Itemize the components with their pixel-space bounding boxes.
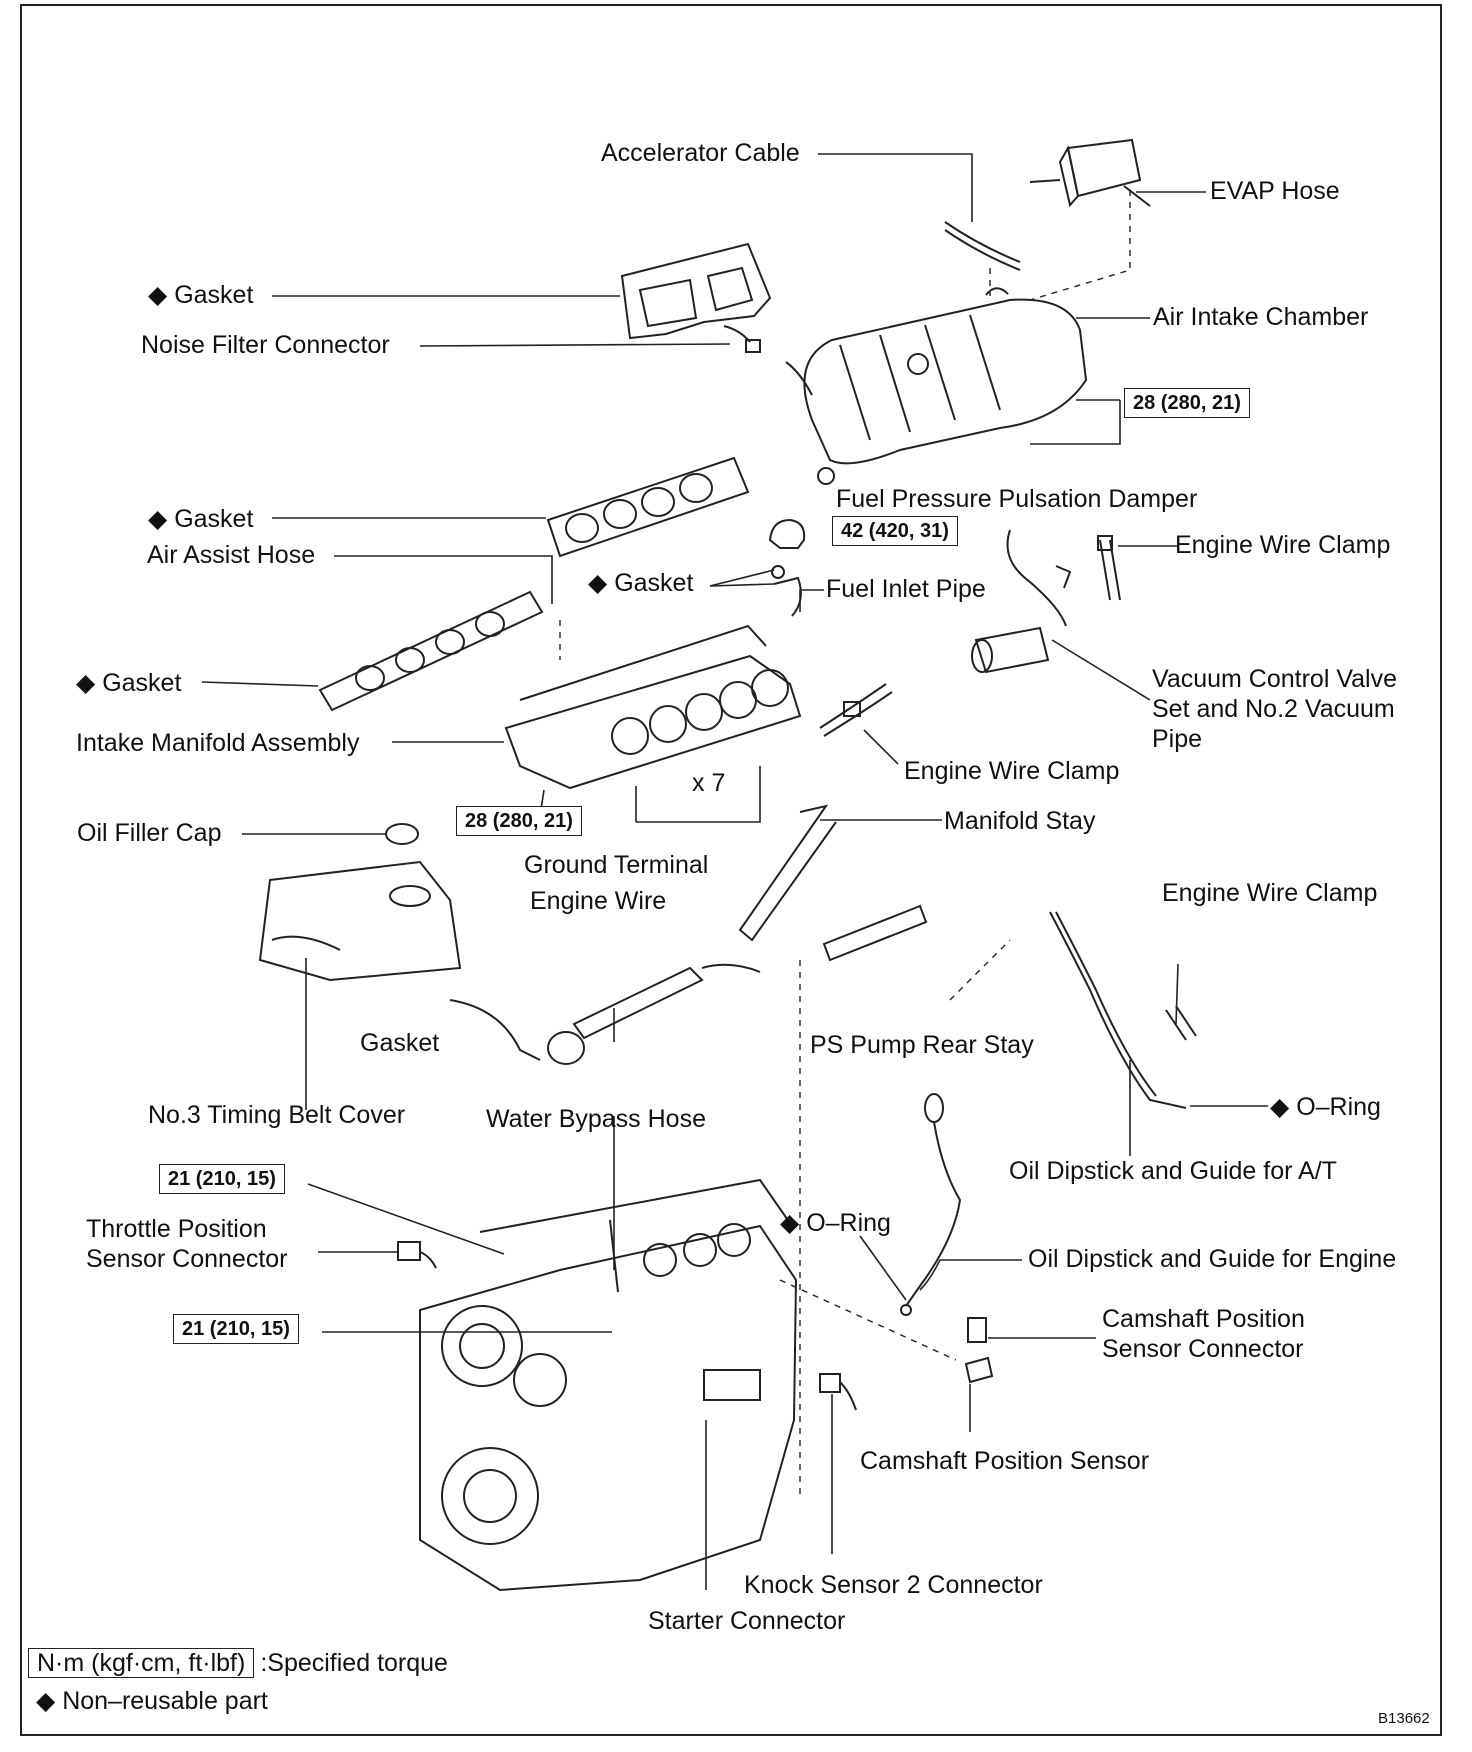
evap-valve-drawing	[1029, 138, 1151, 208]
label-intake-manifold-assembly: Intake Manifold Assembly	[76, 729, 360, 757]
label-air-intake-chamber: Air Intake Chamber	[1153, 303, 1369, 331]
vacuum-control-valve-drawing	[971, 529, 1072, 674]
manifold-stay-drawing	[738, 804, 837, 942]
engine-wire-drawing	[449, 963, 761, 1065]
intake-manifold-drawing	[504, 624, 802, 790]
label-engine-wire-clamp-2: Engine Wire Clamp	[904, 757, 1120, 785]
label-vacuum-control-valve: Vacuum Control Valve Set and No.2 Vacuum…	[1152, 665, 1398, 753]
label-oil-dipstick-at: Oil Dipstick and Guide for A/T	[1009, 1157, 1337, 1185]
label-oil-filler-cap: Oil Filler Cap	[77, 819, 222, 847]
assembly-guide-lines	[559, 190, 1131, 1500]
figure-code: B13662	[1378, 1710, 1430, 1727]
label-gasket-2: ◆ Gasket	[148, 505, 254, 533]
label-ground-terminal: Ground Terminal	[524, 851, 709, 879]
label-starter-connector: Starter Connector	[648, 1607, 846, 1635]
label-gasket-3: ◆ Gasket	[588, 569, 694, 597]
oil-filler-cap-drawing	[385, 823, 419, 845]
label-fuel-inlet-pipe: Fuel Inlet Pipe	[826, 575, 986, 603]
non-reusable-icon: ◆	[36, 1687, 56, 1715]
label-gasket-5: Gasket	[360, 1029, 440, 1057]
oil-dipstick-at-drawing	[1049, 911, 1187, 1109]
label-water-bypass-hose: Water Bypass Hose	[486, 1105, 706, 1133]
label-gasket-1: ◆ Gasket	[148, 281, 254, 309]
label-knock-sensor-2-connector: Knock Sensor 2 Connector	[744, 1571, 1043, 1599]
non-reusable-icon: ◆	[76, 669, 96, 697]
torque-box-21-lower: 21 (210, 15)	[173, 1314, 299, 1344]
oil-dipstick-engine-drawing	[924, 1093, 944, 1123]
label-ps-pump-rear-stay: PS Pump Rear Stay	[810, 1031, 1034, 1059]
torque-box-28-upper: 28 (280, 21)	[1124, 388, 1250, 418]
accelerator-cable-drawing	[944, 221, 1021, 263]
label-engine-wire-clamp-3: Engine Wire Clamp	[1162, 879, 1378, 907]
legend-non-reusable-text: Non–reusable part	[62, 1687, 268, 1715]
label-camshaft-position-sensor-connector: Camshaft Position Sensor Connector	[1102, 1305, 1305, 1363]
gasket-chain-drawing	[318, 590, 544, 712]
legend-non-reusable: ◆ Non–reusable part	[36, 1686, 268, 1716]
label-manifold-stay: Manifold Stay	[944, 807, 1096, 835]
gasket-upper-drawing	[620, 242, 772, 340]
figure-frame	[20, 4, 1442, 1736]
label-engine-wire-clamp-1: Engine Wire Clamp	[1175, 531, 1391, 559]
label-fuel-pressure-pulsation-damper: Fuel Pressure Pulsation Damper	[836, 485, 1198, 513]
engine-block-drawing	[419, 1178, 798, 1592]
label-air-assist-hose: Air Assist Hose	[147, 541, 316, 569]
legend-torque-unit: N·m (kgf·cm, ft·lbf):Specified torque	[28, 1648, 448, 1678]
non-reusable-icon: ◆	[148, 505, 168, 533]
label-times-seven: x 7	[692, 769, 726, 797]
label-throttle-position-sensor-connector: Throttle Position Sensor Connector	[86, 1215, 288, 1273]
legend-torque-box: N·m (kgf·cm, ft·lbf)	[28, 1648, 255, 1678]
label-o-ring-1: ◆ O–Ring	[1270, 1093, 1381, 1121]
label-noise-filter-connector: Noise Filter Connector	[141, 331, 390, 359]
label-camshaft-position-sensor: Camshaft Position Sensor	[860, 1447, 1150, 1475]
non-reusable-icon: ◆	[148, 281, 168, 309]
legend-torque-text: :Specified torque	[260, 1649, 448, 1677]
leader-lines	[201, 153, 1268, 1590]
non-reusable-icon: ◆	[780, 1209, 800, 1237]
non-reusable-icon: ◆	[1270, 1093, 1290, 1121]
torque-box-28-lower: 28 (280, 21)	[456, 806, 582, 836]
ps-pump-rear-stay-drawing	[822, 904, 928, 962]
torque-box-21-upper: 21 (210, 15)	[159, 1164, 285, 1194]
torque-box-42: 42 (420, 31)	[832, 516, 958, 546]
label-evap-hose: EVAP Hose	[1210, 177, 1340, 205]
gasket-oval-drawing	[546, 456, 750, 558]
label-o-ring-2: ◆ O–Ring	[780, 1209, 891, 1237]
air-intake-chamber-drawing	[803, 287, 1088, 485]
label-oil-dipstick-engine: Oil Dipstick and Guide for Engine	[1028, 1245, 1397, 1273]
label-gasket-4: ◆ Gasket	[76, 669, 182, 697]
timing-belt-cover-drawing	[258, 860, 462, 982]
non-reusable-icon: ◆	[588, 569, 608, 597]
label-no3-timing-belt-cover: No.3 Timing Belt Cover	[148, 1101, 406, 1129]
label-accelerator-cable: Accelerator Cable	[601, 139, 800, 167]
label-engine-wire: Engine Wire	[530, 887, 667, 915]
